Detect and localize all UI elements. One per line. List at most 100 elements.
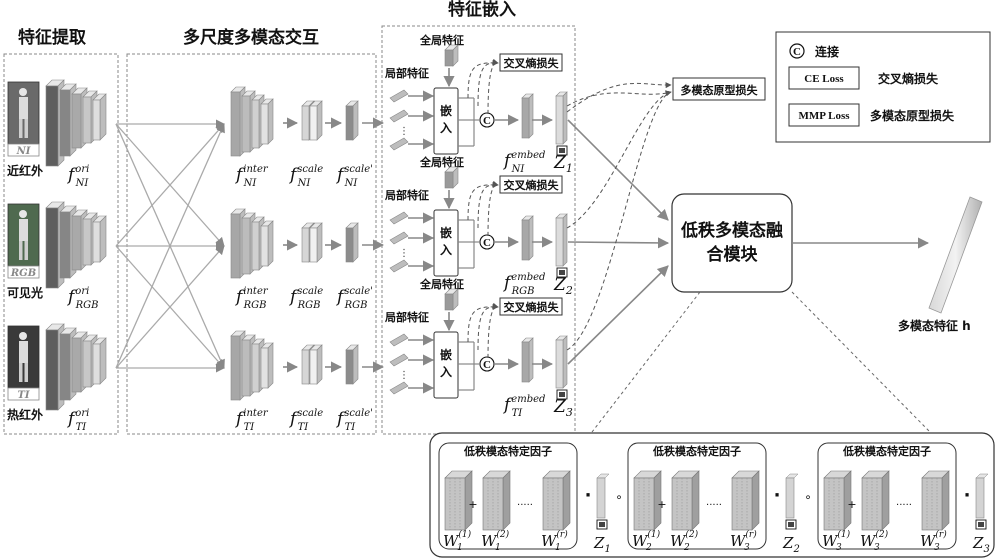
embed-label-top: 嵌 [440, 225, 452, 240]
z-icon-fill [559, 148, 565, 153]
compose-op: ∘ [804, 490, 812, 504]
z-bar [555, 335, 568, 389]
dots-op: ····· [896, 500, 912, 511]
concat-symbol: C [483, 359, 491, 371]
backbone-layer [92, 215, 107, 263]
local-patch [389, 109, 409, 123]
mmp-loss-label: 多模态原型损失 [681, 83, 759, 97]
legend: C 连接 CE Loss 交叉熵损失 MMP Loss 多模态原型损失 [775, 31, 991, 143]
w-label: W(r)1 [541, 529, 568, 553]
global-token [444, 288, 459, 311]
factor-title: 低秩模态特定因子 [842, 444, 931, 458]
interaction-stack [230, 86, 274, 157]
embed-label-top: 嵌 [440, 103, 452, 118]
concat-icon [789, 43, 805, 59]
z-bar [555, 91, 568, 145]
fusion-line2: 合模块 [707, 244, 759, 265]
concat-symbol: C [483, 237, 491, 249]
ce-loss-label: 交叉熵损失 [504, 178, 560, 192]
scale2-block [345, 100, 359, 141]
local-patch [389, 89, 409, 103]
cross-arrow [115, 123, 225, 247]
local-dots: ⋮ [399, 126, 409, 137]
local-patch [389, 353, 409, 367]
global-token [444, 166, 459, 189]
global-feature-label: 全局特征 [419, 155, 464, 169]
dot-op: · [585, 485, 592, 506]
output-feature-bar [928, 196, 983, 314]
mmp-loss-dashed-arrow [566, 90, 672, 229]
z-label: Z3 [553, 397, 573, 419]
frame-extraction [3, 53, 119, 435]
local-feature-label: 局部特征 [384, 66, 429, 80]
header-embedding: 特征嵌入 [448, 0, 516, 20]
factor-cube [671, 470, 700, 531]
z-label: Z1 [553, 153, 573, 175]
output-feature-label: 多模态特征 h [898, 318, 971, 333]
z-icon-fill [788, 522, 794, 527]
local-patch [389, 211, 409, 225]
arrow-to-fusion [567, 265, 669, 365]
ce-loss-label: 交叉熵损失 [504, 56, 560, 70]
factor-title: 低秩模态特定因子 [652, 444, 741, 458]
scale2-block [345, 222, 359, 263]
embed-label-bottom: 入 [440, 243, 452, 257]
interaction-stack [230, 330, 274, 401]
scale-block-b [309, 100, 323, 141]
legend-concat-symbol: C [793, 46, 801, 58]
z-icon-fill [559, 270, 565, 275]
modality-label: 可见光 [7, 285, 43, 300]
embed-box [433, 209, 459, 277]
backbone-layer [92, 337, 107, 385]
factor-z-bar [596, 477, 606, 519]
local-dots: ⋮ [399, 248, 409, 259]
local-patch [389, 333, 409, 347]
mmp-loss-box [672, 77, 766, 101]
header-extraction: 特征提取 [18, 27, 86, 48]
dots-op: ····· [517, 500, 533, 511]
factor-z-label: Z2 [782, 534, 800, 555]
legend-ce-box [788, 66, 860, 90]
dot-op: · [964, 485, 971, 506]
global-feature-label: 全局特征 [419, 33, 464, 47]
legend-concat-label: 连接 [815, 44, 839, 59]
legend-mmp-box [788, 103, 860, 127]
local-dots: ⋮ [399, 370, 409, 381]
mmp-loss-dashed-arrow [566, 90, 672, 351]
z-bar [555, 213, 568, 267]
f-scale2-ti: fscale'TI [335, 408, 373, 433]
scale-block-b [309, 344, 323, 385]
backbone-stack [45, 323, 107, 411]
z-label: Z2 [553, 275, 573, 297]
cross-connections [115, 119, 225, 373]
embed-box [433, 87, 459, 155]
legend-mmp-text: 多模态原型损失 [870, 108, 955, 123]
w-label: W(1)1 [443, 529, 472, 553]
factor-cube [444, 470, 473, 531]
factor-cube [633, 470, 662, 531]
f-scale2-rgb: fscale'RGB [335, 286, 373, 311]
factor-cube [731, 470, 760, 531]
global-feature-label: 全局特征 [419, 277, 464, 291]
embed-feature-bar [521, 215, 534, 261]
frame-embedding [381, 25, 576, 435]
interaction-layer [260, 98, 274, 145]
embed-label-bottom: 入 [440, 121, 452, 135]
